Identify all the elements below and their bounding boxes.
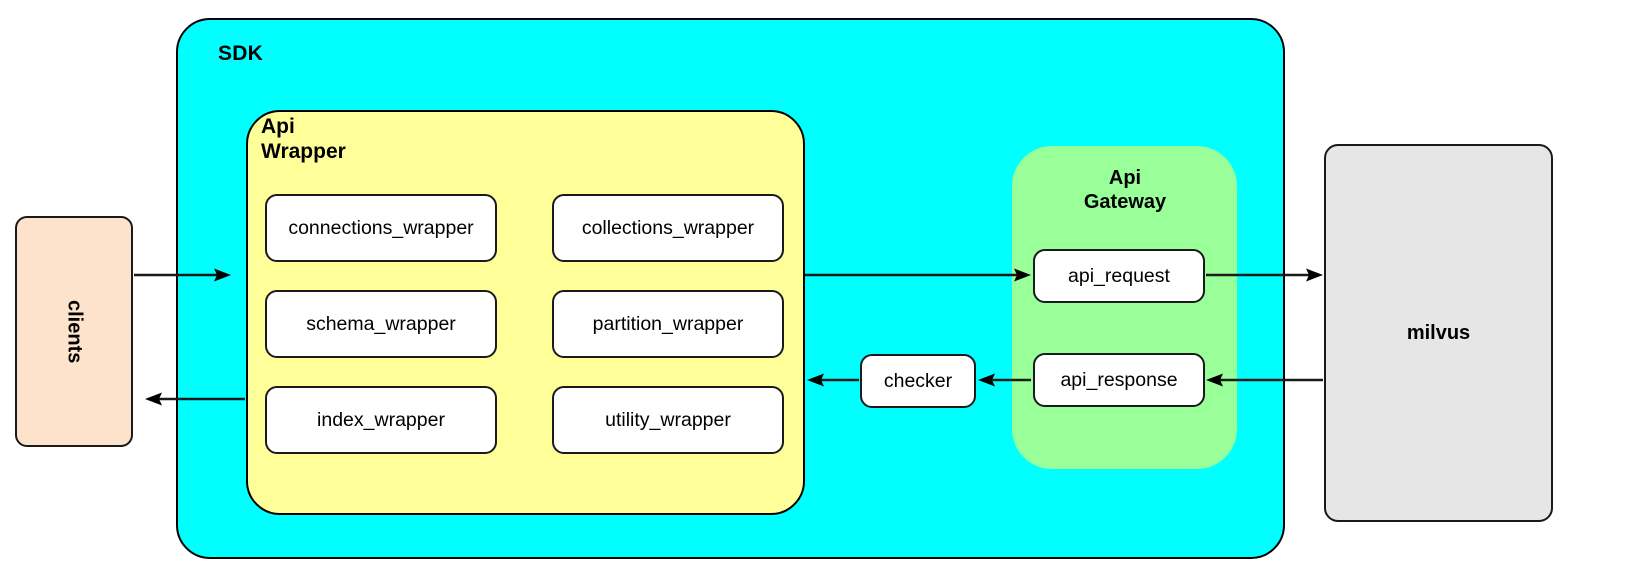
clients-node[interactable]: clients <box>15 216 133 447</box>
module-utility-wrapper[interactable]: utility_wrapper <box>552 386 784 454</box>
api-wrapper-label: Api Wrapper <box>261 115 346 163</box>
module-collections-wrapper[interactable]: collections_wrapper <box>552 194 784 262</box>
milvus-node[interactable]: milvus <box>1324 144 1553 522</box>
api-gateway-label: Api Gateway <box>1083 167 1167 213</box>
module-checker[interactable]: checker <box>860 354 976 408</box>
module-api-request[interactable]: api_request <box>1033 249 1205 303</box>
module-partition-wrapper[interactable]: partition_wrapper <box>552 290 784 358</box>
clients-label: clients <box>63 299 86 364</box>
sdk-label: SDK <box>218 42 263 65</box>
module-index-wrapper[interactable]: index_wrapper <box>265 386 497 454</box>
module-api-response[interactable]: api_response <box>1033 353 1205 407</box>
module-connections-wrapper[interactable]: connections_wrapper <box>265 194 497 262</box>
module-schema-wrapper[interactable]: schema_wrapper <box>265 290 497 358</box>
api-gateway-container <box>1012 146 1237 469</box>
